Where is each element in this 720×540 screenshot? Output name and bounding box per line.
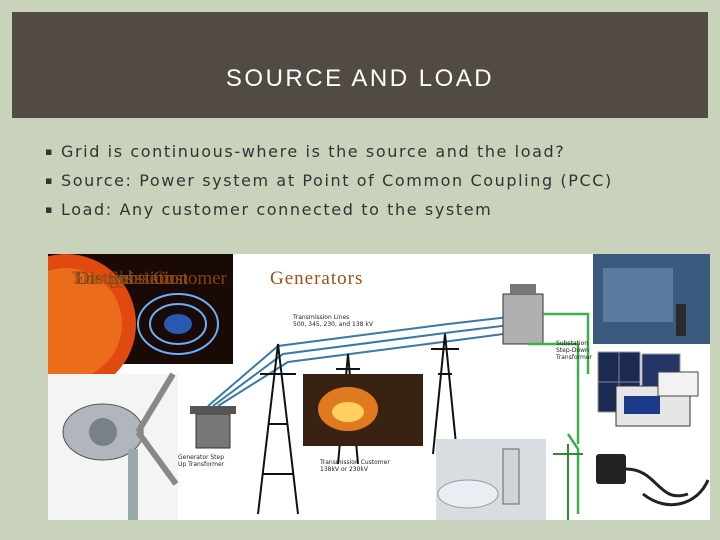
transmission-customer-title: Transmission Customer [320,459,390,466]
title-bar: SOURCE AND LOAD [12,12,708,118]
bullet-text: Grid is continuous-where is the source a… [61,142,566,161]
bullet-text: Load: Any customer connected to the syst… [61,200,493,219]
bullet-list: ▪ Grid is continuous-where is the source… [45,141,685,228]
sun-image [48,254,233,394]
bullet-item: ▪ Load: Any customer connected to the sy… [45,199,685,228]
bullet-item: ▪ Grid is continuous-where is the source… [45,141,685,170]
figure-caption-distribution: Distribution [76,268,168,289]
wind-turbine-image [48,372,179,520]
ev-charging-image [436,439,546,520]
transmission-customer-kv: 138kV or 230kV [320,466,369,473]
substation-transformer-image [502,284,544,345]
transmission-lines-label: Transmission Lines 500, 345, 230, and 13… [293,314,373,328]
figure-caption-transmission: Transmission [72,268,174,289]
transmission-customer-label: Transmission Customer 138kV or 230kV [320,459,390,473]
square-bullet-icon: ▪ [45,203,55,216]
step-up-transformer-image [190,406,236,449]
distribution-lines [528,312,590,514]
generator-transformer-label: Generator Step Up Transformer [178,454,225,468]
distribution-pole-icon [553,444,583,520]
bullet-item: ▪ Source: Power system at Point of Commo… [45,170,685,199]
bullet-text: Source: Power system at Point of Common … [61,171,613,190]
figure-caption-energy: Energy [74,268,129,289]
generator-image [593,254,710,344]
figure-caption-sources: Sources [73,268,134,289]
power-adapter-image [596,454,710,507]
figure-caption-generators: Generators [270,268,364,289]
square-bullet-icon: ▪ [45,145,55,158]
transmission-lines-title: Transmission Lines [293,314,350,321]
figure-caption-customer: Customer [153,268,227,289]
transmission-voltages: 500, 345, 230, and 138 kV [293,321,373,328]
slide-title: SOURCE AND LOAD [225,65,495,92]
square-bullet-icon: ▪ [45,174,55,187]
figure-caption-substation: Substation [108,268,189,289]
transmission-lines [207,315,519,407]
transmission-customer-image [303,374,423,446]
battery-inverter-image [615,371,699,427]
grid-diagram-graphic [48,254,710,520]
grid-diagram: Transmission Lines 500, 345, 230, and 13… [48,254,710,520]
figure-caption-other: Other [75,268,119,289]
substation-label: Substation Step-Down Transformer [556,340,593,361]
